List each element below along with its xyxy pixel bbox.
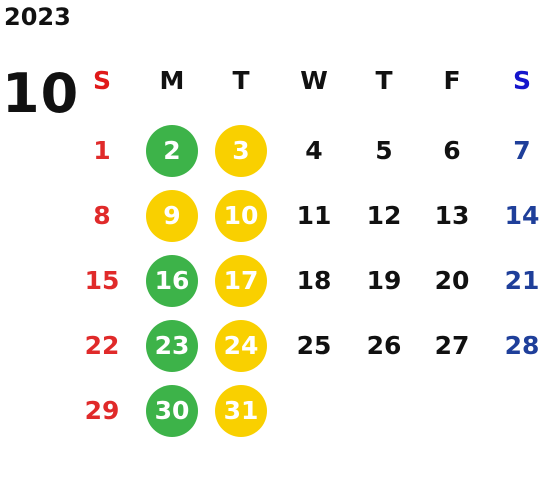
day-cell-13: 13 <box>434 201 470 230</box>
day-cell-29: 29 <box>84 396 120 425</box>
day-cell-15: 15 <box>84 266 120 295</box>
day-cell-14: 14 <box>504 201 540 230</box>
day-cell-22: 22 <box>84 331 120 360</box>
week-row: 15 16 17 18 19 20 21 <box>68 255 548 307</box>
day-cell-18: 18 <box>296 266 332 295</box>
day-cell-10: 10 <box>215 190 267 242</box>
day-cell-6: 6 <box>443 136 461 165</box>
weekday-label-tuesday: T <box>232 66 250 95</box>
calendar-month: 10 <box>2 62 80 125</box>
day-cell-1: 1 <box>93 136 111 165</box>
day-cell-23: 23 <box>146 320 198 372</box>
weekday-label-monday: M <box>159 66 185 95</box>
week-row: 8 9 10 11 12 13 14 <box>68 190 548 242</box>
calendar-year: 2023 <box>4 3 71 31</box>
week-row: 22 23 24 25 26 27 28 <box>68 320 548 372</box>
week-row: 29 30 31 <box>68 385 548 437</box>
day-cell-4: 4 <box>305 136 323 165</box>
weekday-label-sunday: S <box>92 66 111 95</box>
day-cell-27: 27 <box>434 331 470 360</box>
day-cell-26: 26 <box>366 331 402 360</box>
weekday-label-friday: F <box>443 66 461 95</box>
day-cell-17: 17 <box>215 255 267 307</box>
day-cell-7: 7 <box>513 136 531 165</box>
day-cell-16: 16 <box>146 255 198 307</box>
day-cell-11: 11 <box>296 201 332 230</box>
weekday-label-saturday: S <box>512 66 531 95</box>
day-cell-28: 28 <box>504 331 540 360</box>
day-cell-24: 24 <box>215 320 267 372</box>
day-cell-31: 31 <box>215 385 267 437</box>
weekday-label-wednesday: W <box>300 66 328 95</box>
day-cell-25: 25 <box>296 331 332 360</box>
day-cell-5: 5 <box>375 136 393 165</box>
day-cell-30: 30 <box>146 385 198 437</box>
day-cell-21: 21 <box>504 266 540 295</box>
day-cell-3: 3 <box>215 125 267 177</box>
day-cell-19: 19 <box>366 266 402 295</box>
day-cell-2: 2 <box>146 125 198 177</box>
weekday-label-thursday: T <box>375 66 393 95</box>
day-cell-20: 20 <box>434 266 470 295</box>
day-cell-9: 9 <box>146 190 198 242</box>
day-cell-8: 8 <box>93 201 111 230</box>
day-cell-12: 12 <box>366 201 402 230</box>
